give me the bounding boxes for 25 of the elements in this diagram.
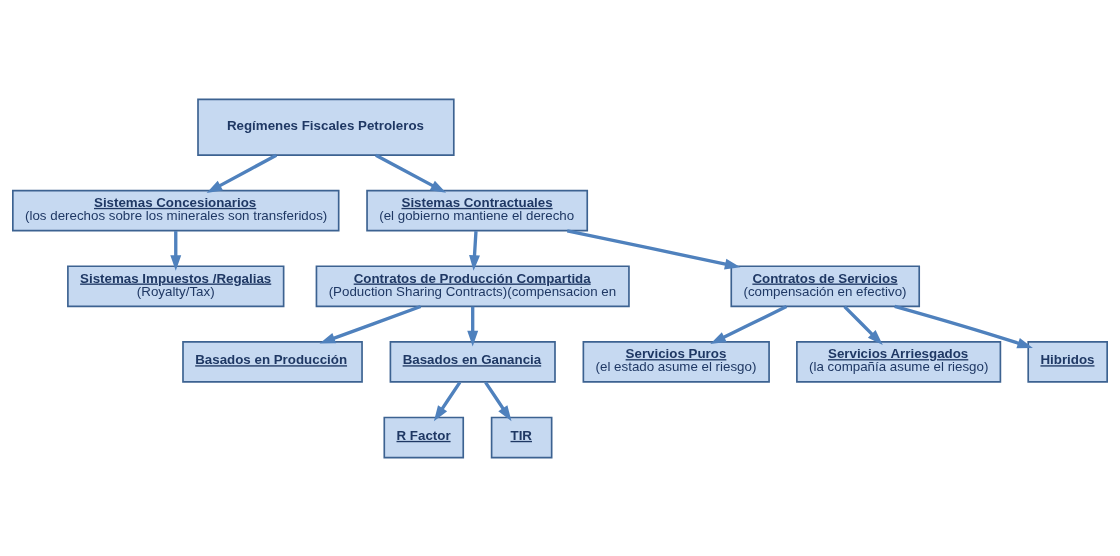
arrow: [566, 228, 741, 269]
arrow: [484, 380, 512, 421]
node-box: Basados en Producción: [182, 340, 363, 383]
arrow: [843, 305, 883, 345]
node-box: R Factor: [383, 416, 465, 458]
node-box: Regímenes Fiscales Petroleros: [197, 98, 455, 156]
arrow: [467, 306, 479, 346]
node-box: Servicios Puros (el estado asume el riesgo): [582, 340, 770, 383]
arrow: [206, 153, 278, 193]
node-box: Servicios Arriesgados (la compañía asume el riesgo): [796, 340, 1002, 383]
node-box: Basados en Ganancia: [389, 340, 556, 383]
arrow: [710, 304, 788, 344]
arrow: [433, 380, 462, 421]
node-box: Sistemas Contractuales (el gobierno mantiene el derecho: [366, 189, 589, 231]
node-box: Sistemas Impuestos /Regalias (Royalty/Tax): [67, 264, 285, 307]
arrow: [894, 304, 1033, 348]
arrow: [375, 153, 447, 193]
node-box: TIR: [490, 416, 553, 458]
node-box: Hibridos: [1027, 340, 1108, 383]
arrow: [469, 230, 480, 271]
node-box: Sistemas Concesionarios (los derechos sobre los minerales son transferidos): [12, 189, 340, 231]
arrow: [319, 304, 422, 344]
arrow: [170, 230, 182, 271]
node-box: Contratos de Producción Compartida (Poduction Sharing Contracts)(compensacion en: [315, 264, 630, 307]
node-box: Contratos de Servicios (compensación en efectivo): [730, 264, 921, 307]
